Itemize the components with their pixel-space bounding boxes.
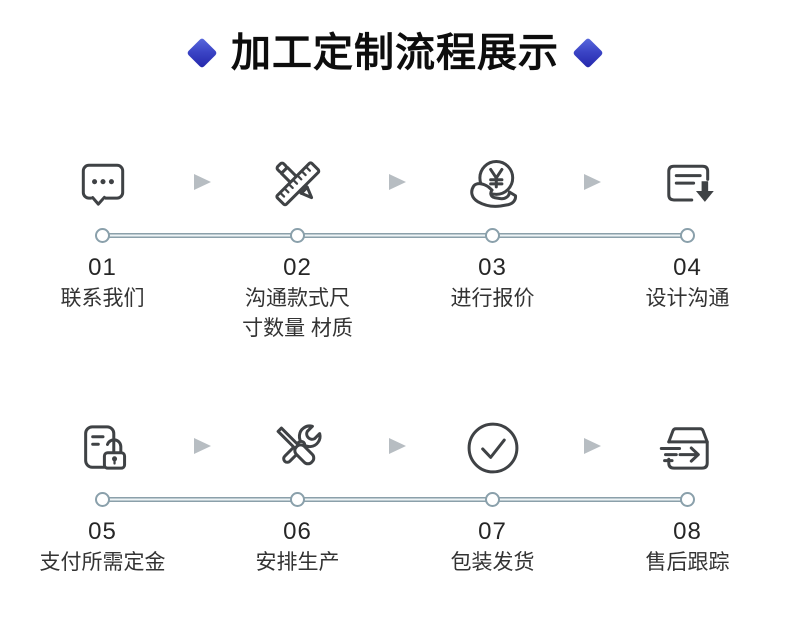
payment-unlock-icon	[73, 414, 133, 478]
crossed-tools-icon	[268, 414, 328, 478]
step-shipping: 07 包装发货	[395, 414, 590, 578]
chat-bubble-icon	[73, 150, 133, 214]
hand-coin-icon	[463, 150, 523, 214]
flow-arrow-icon	[194, 174, 211, 190]
step-label: 进行报价	[450, 287, 535, 310]
page-title: 加工定制流程展示	[231, 31, 559, 75]
flow-row-2: 05 支付所需定金 06 安排生产	[5, 414, 785, 578]
timeline-track	[102, 233, 688, 238]
timeline-dot	[680, 228, 695, 243]
flow-row-1: 01 联系我们 02 沟通款式尺寸数量 材质	[5, 150, 785, 344]
diamond-icon	[572, 37, 604, 69]
step-number: 04	[673, 254, 702, 281]
flow-arrow-icon	[194, 438, 211, 454]
timeline-dot	[95, 228, 110, 243]
section-header: 加工定制流程展示	[0, 0, 790, 78]
step-label: 设计沟通	[645, 287, 730, 310]
step-number: 06	[283, 518, 312, 545]
step-label: 支付所需定金	[39, 551, 166, 574]
step-number: 08	[673, 518, 702, 545]
timeline-dot	[290, 492, 305, 507]
step-label: 售后跟踪	[645, 551, 730, 574]
step-number: 01	[88, 254, 117, 281]
timeline-dot	[290, 228, 305, 243]
timeline-dot	[680, 492, 695, 507]
step-label: 安排生产	[255, 551, 340, 574]
step-production: 06 安排生产	[200, 414, 395, 578]
check-circle-icon	[463, 414, 523, 478]
step-number: 05	[88, 518, 117, 545]
step-aftersale: 08 售后跟踪	[590, 414, 785, 578]
timeline-track	[102, 497, 688, 502]
step-deposit: 05 支付所需定金	[5, 414, 200, 578]
step-number: 03	[478, 254, 507, 281]
shipping-box-icon	[658, 414, 718, 478]
step-label: 联系我们	[60, 287, 145, 310]
flow-arrow-icon	[389, 438, 406, 454]
flow-arrow-icon	[584, 174, 601, 190]
timeline-dot	[485, 228, 500, 243]
flow-arrow-icon	[584, 438, 601, 454]
document-download-icon	[658, 150, 718, 214]
flow-arrow-icon	[389, 174, 406, 190]
step-style-size: 02 沟通款式尺寸数量 材质	[200, 150, 395, 344]
step-number: 07	[478, 518, 507, 545]
step-label: 包装发货	[450, 551, 535, 574]
timeline-dot	[95, 492, 110, 507]
diamond-icon	[186, 37, 218, 69]
step-label: 沟通款式尺寸数量 材质	[242, 287, 353, 340]
step-contact: 01 联系我们	[5, 150, 200, 344]
step-design: 04 设计沟通	[590, 150, 785, 344]
timeline-dot	[485, 492, 500, 507]
step-number: 02	[283, 254, 312, 281]
step-quote: 03 进行报价	[395, 150, 590, 344]
ruler-pencil-icon	[268, 150, 328, 214]
